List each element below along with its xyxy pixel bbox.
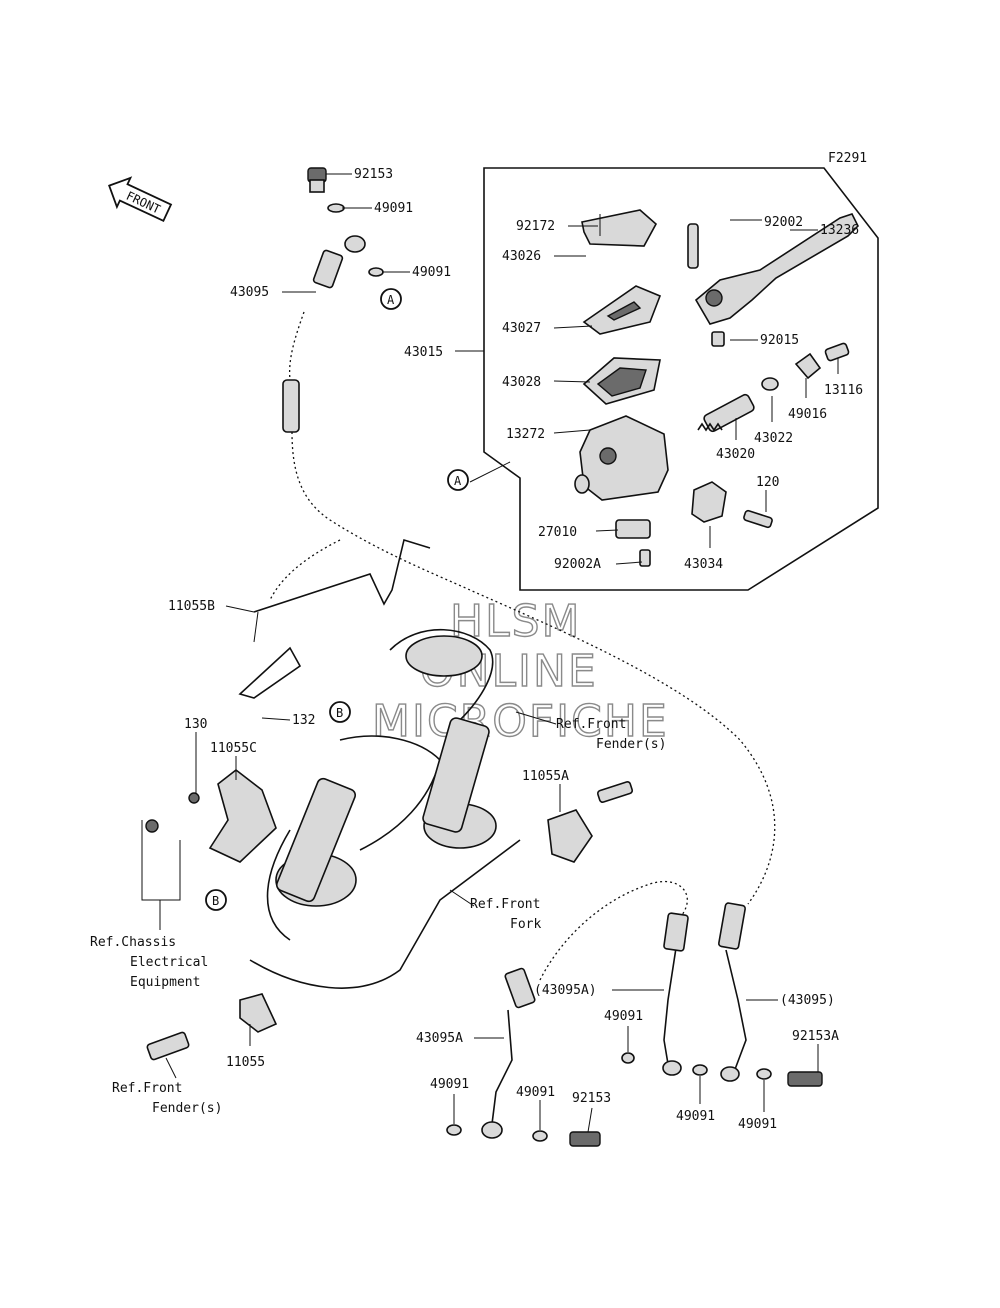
piston-assembly: [697, 393, 755, 433]
part-label: 27010: [538, 525, 577, 540]
ref-line: Equipment: [130, 975, 200, 990]
part-label: 43020: [716, 447, 755, 462]
part-label: 13236: [820, 223, 859, 238]
part-label: 92172: [516, 219, 555, 234]
ref-line: Fork: [510, 917, 541, 932]
callout-a-lower: A: [447, 469, 469, 491]
reservoir-cap: [581, 209, 658, 247]
part-label: 43034: [684, 557, 723, 572]
front-fork-assembly: [249, 628, 521, 989]
callout-b-upper-letter: B: [336, 706, 343, 720]
master-cylinder-body: [574, 415, 669, 501]
watermark: HLSM ONLINE MICROFICHE: [371, 595, 669, 747]
part-label: 49091: [738, 1117, 777, 1132]
callout-a-lower-letter: A: [454, 474, 462, 488]
ref-front-fender-bottom: Ref.Front Fender(s): [112, 1081, 222, 1116]
bracket-11055B: [238, 538, 431, 699]
part-label: 130: [184, 717, 207, 732]
part-label: 43028: [502, 375, 541, 390]
ref-line: Ref.Front: [470, 897, 540, 912]
callout-b-lower-letter: B: [212, 894, 219, 908]
part-label: 13272: [506, 427, 545, 442]
part-label: 49091: [676, 1109, 715, 1124]
part-label: 49016: [788, 407, 827, 422]
ref-line: Ref.Front: [556, 717, 626, 732]
part-label: 92002A: [554, 557, 601, 572]
ref-front-fender-top: Ref.Front Fender(s): [556, 717, 666, 752]
ref-chassis-electrical: Ref.Chassis Electrical Equipment: [90, 935, 208, 990]
figure-code: F2291: [828, 151, 867, 166]
front-arrow-icon: FRONT: [108, 176, 173, 223]
part-label: 92153: [572, 1091, 611, 1106]
lower-hoses: [446, 880, 823, 1147]
part-label: 43022: [754, 431, 793, 446]
part-label: 13116: [824, 383, 863, 398]
part-label: 49091: [516, 1085, 555, 1100]
bracket-11055A: [547, 781, 634, 863]
part-label: 43095A: [416, 1031, 463, 1046]
part-label: 92153: [354, 167, 393, 182]
part-label: 11055A: [522, 769, 569, 784]
part-label: 43026: [502, 249, 541, 264]
bracket-11055C: [145, 768, 277, 863]
callout-a-upper: A: [380, 288, 402, 310]
ref-line: Ref.Front: [112, 1081, 182, 1096]
part-label: 49091: [374, 201, 413, 216]
ref-line: Electrical: [130, 955, 208, 970]
diaphragm-plate: [582, 285, 662, 335]
part-label: (43095): [780, 993, 835, 1008]
ref-line: Fender(s): [152, 1101, 222, 1116]
upper-hose-assembly: [269, 167, 776, 905]
bracket-11055: [146, 993, 278, 1061]
part-label: 49091: [412, 265, 451, 280]
ref-front-fork: Ref.Front Fork: [470, 897, 541, 932]
brake-switch: [615, 519, 651, 567]
master-cylinder-frame: [483, 167, 879, 591]
ref-line: Ref.Chassis: [90, 935, 176, 950]
watermark-line-3: MICROFICHE: [372, 696, 669, 747]
part-label: 49091: [604, 1009, 643, 1024]
watermark-line-1: HLSM: [450, 596, 582, 647]
part-label: 49091: [430, 1077, 469, 1092]
part-label: (43095A): [534, 983, 597, 998]
part-label: 92015: [760, 333, 799, 348]
callout-b-upper: B: [329, 701, 351, 723]
part-label: 11055B: [168, 599, 215, 614]
clamp-holder: [691, 481, 773, 529]
part-label: 43095: [230, 285, 269, 300]
leader-lines: [141, 173, 839, 1133]
part-label: 11055: [226, 1055, 265, 1070]
callout-a-upper-letter: A: [387, 293, 395, 307]
part-label: 92153A: [792, 1029, 839, 1044]
callout-b-lower: B: [205, 889, 227, 911]
diaphragm: [582, 357, 661, 405]
part-label: 11055C: [210, 741, 257, 756]
part-label: 92002: [764, 215, 803, 230]
part-label: 43015: [404, 345, 443, 360]
ref-line: Fender(s): [596, 737, 666, 752]
part-label: 43027: [502, 321, 541, 336]
brake-lever: [687, 213, 859, 325]
boot-and-bolt: [711, 331, 850, 391]
part-label: 132: [292, 713, 315, 728]
part-labels: 92153 49091 49091 43095 43015 92172 4302…: [168, 167, 863, 1132]
part-label: 120: [756, 475, 779, 490]
